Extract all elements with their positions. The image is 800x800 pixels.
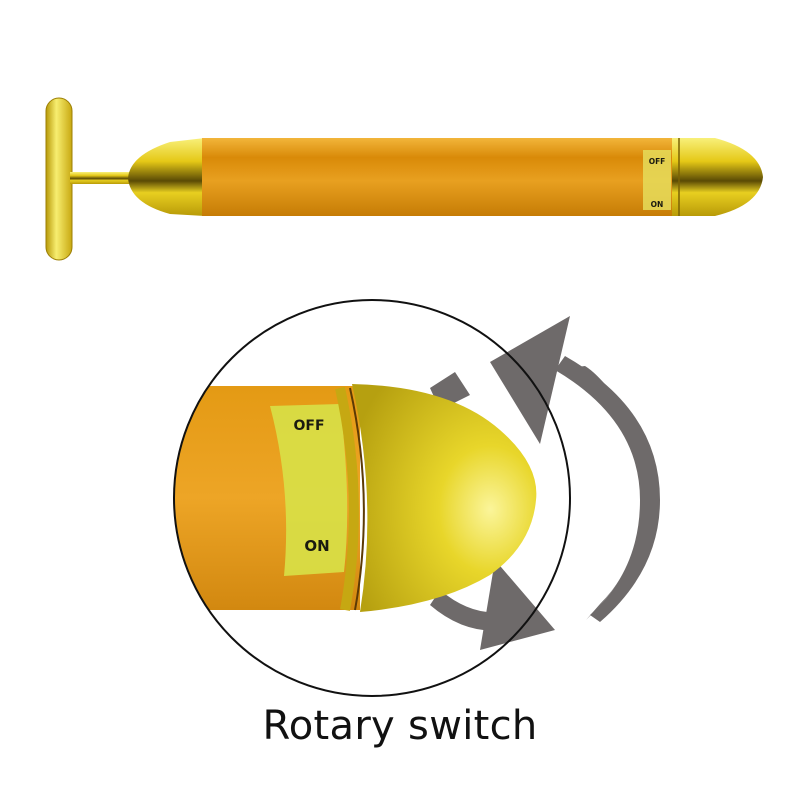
magnified-cap [352,384,537,612]
caption-rotary-switch: Rotary switch [262,703,538,749]
front-cap [672,138,763,216]
magnified-off-label: OFF [293,418,324,434]
magnified-switch-label [270,404,348,576]
magnified-switch-view: OFF ON [173,299,571,697]
switch-label-strip [643,150,671,210]
magnifier-circle [173,299,571,697]
rear-cap [128,138,205,216]
t-bar-head [45,97,73,261]
magnified-on-label: ON [304,537,329,555]
on-label: ON [651,200,664,209]
off-label: OFF [649,157,666,166]
beauty-bar-device: OFF ON [45,97,763,261]
device-body [202,138,672,216]
t-bar-stem [70,172,132,184]
